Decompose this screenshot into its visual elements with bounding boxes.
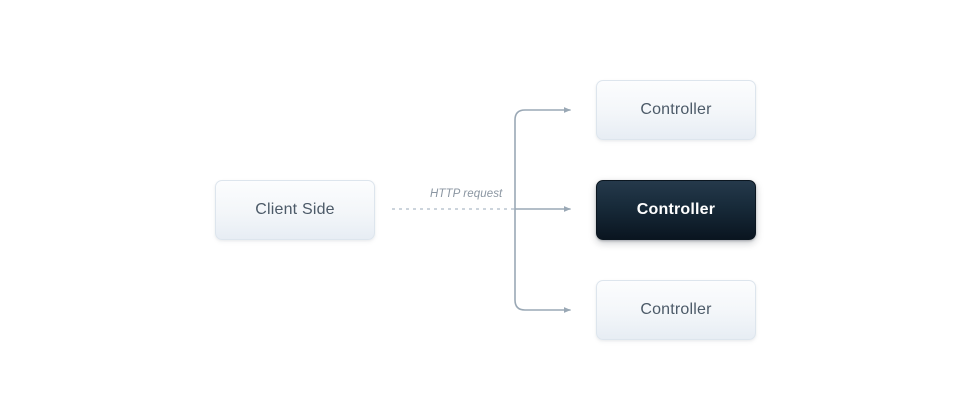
edge-caption-http-request: HTTP request <box>430 188 503 200</box>
node-controller-top-label: Controller <box>640 101 712 118</box>
node-client-side-label: Client Side <box>255 201 335 218</box>
node-controller-top[interactable]: Controller <box>596 80 756 140</box>
node-controller-bottom[interactable]: Controller <box>596 280 756 340</box>
node-controller-bottom-label: Controller <box>640 301 712 318</box>
branch-to-controller-top <box>514 107 571 210</box>
node-controller-middle[interactable]: Controller <box>596 180 756 240</box>
node-client-side[interactable]: Client Side <box>215 180 375 240</box>
branch-to-controller-bottom <box>514 208 571 313</box>
node-controller-middle-label: Controller <box>636 201 716 218</box>
